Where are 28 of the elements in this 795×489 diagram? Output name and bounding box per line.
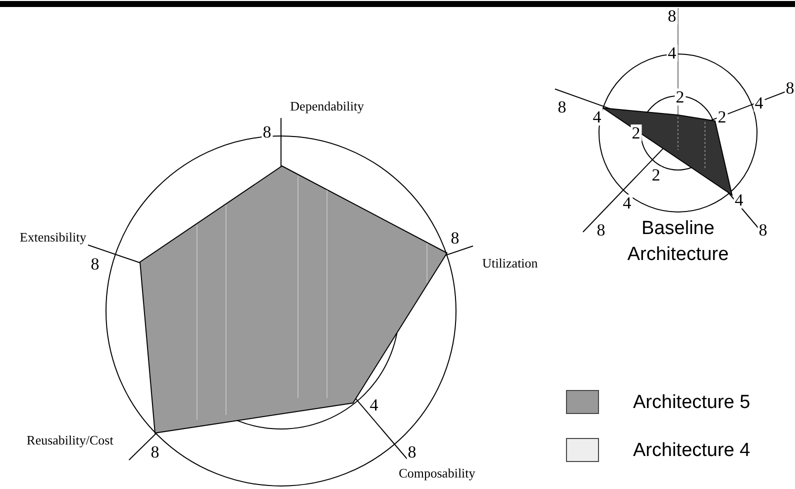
- tick-label: 8: [596, 222, 606, 238]
- legend-label: Architecture 5: [633, 392, 750, 412]
- tick-label: 8: [556, 98, 568, 116]
- axis-label: Dependability: [290, 100, 364, 112]
- axis-label: Reusability/Cost: [26, 434, 114, 446]
- tick-label: 4: [592, 108, 602, 126]
- tick-label: 8: [406, 444, 418, 460]
- tick-label: 8: [666, 8, 678, 24]
- axis-label: Extensibility: [20, 230, 86, 244]
- tick-label: 8: [262, 124, 272, 140]
- tick-label: 8: [758, 222, 768, 238]
- tick-label: 8: [450, 230, 460, 246]
- axis-label: Utilization: [482, 256, 538, 270]
- tick-label: 4: [666, 44, 678, 62]
- tick-label: 2: [650, 166, 662, 184]
- tick-label: 8: [150, 444, 160, 460]
- tick-label: 2: [716, 108, 728, 126]
- tick-label: 4: [622, 194, 632, 212]
- tick-label: 4: [368, 396, 380, 414]
- tick-label: 8: [90, 256, 100, 272]
- tick-label: 4: [754, 94, 764, 112]
- tick-label: 2: [674, 88, 686, 106]
- tick-label: 8: [784, 80, 795, 96]
- axis-label: Composability: [398, 466, 476, 480]
- tick-label: 2: [630, 124, 642, 142]
- legend-label: Architecture 4: [633, 440, 750, 460]
- chart-caption: Baseline Architecture: [626, 217, 730, 267]
- tick-label: 4: [734, 192, 744, 208]
